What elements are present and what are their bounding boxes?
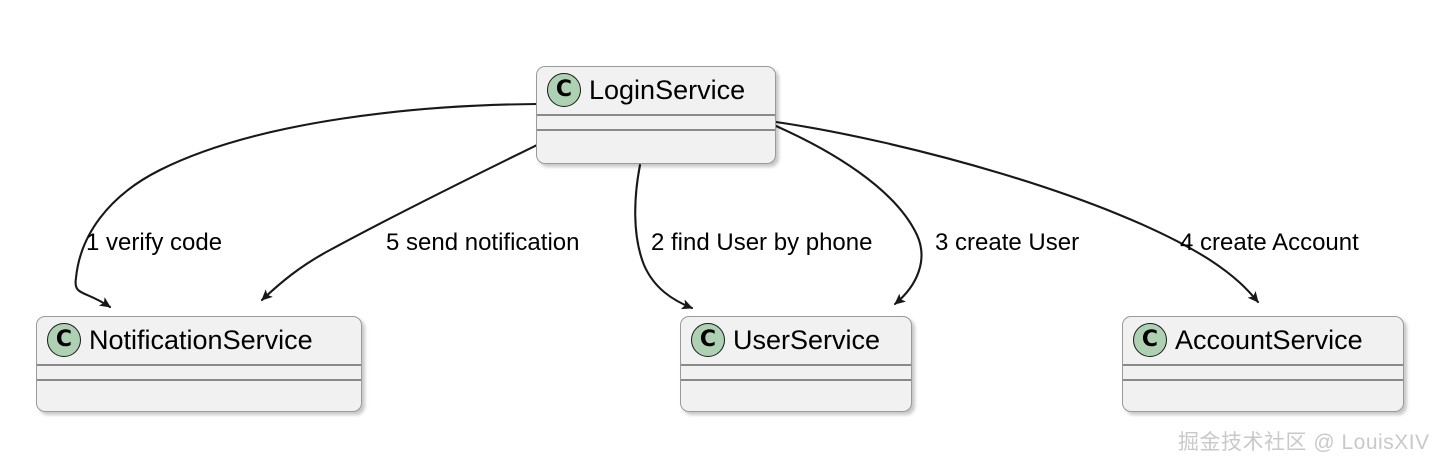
class-name-label: LoginService: [589, 75, 746, 105]
edge-label-find-user-by-phone: 2 find User by phone: [651, 229, 873, 256]
class-box-notification-service[interactable]: C NotificationService: [36, 316, 362, 412]
class-stereotype-icon: C: [547, 73, 581, 107]
edge-label-create-account: 4 create Account: [1180, 229, 1359, 256]
class-attributes-compartment: [681, 364, 911, 379]
class-header: C UserService: [681, 317, 911, 364]
class-methods-compartment: [37, 379, 361, 411]
class-attributes-compartment: [537, 114, 775, 129]
watermark-text: 掘金技术社区 @ LouisXIV: [1178, 431, 1430, 454]
class-name-label: AccountService: [1175, 325, 1363, 355]
class-stereotype-icon: C: [691, 323, 725, 357]
class-attributes-compartment: [1123, 364, 1403, 379]
edge-edge-5: [260, 143, 539, 302]
edge-label-create-user: 3 create User: [935, 229, 1080, 256]
class-methods-compartment: [1123, 379, 1403, 411]
class-header: C LoginService: [537, 67, 775, 114]
class-header: C NotificationService: [37, 317, 361, 364]
edge-edge-4: [774, 120, 1260, 304]
class-name-label: NotificationService: [89, 325, 313, 355]
class-stereotype-icon: C: [47, 323, 81, 357]
edge-label-verify-code: 1 verify code: [86, 229, 223, 256]
class-stereotype-icon: C: [1133, 323, 1167, 357]
class-name-label: UserService: [733, 325, 881, 355]
edge-label-send-notification: 5 send notification: [386, 229, 580, 256]
edge-edge-1: [74, 102, 539, 309]
edge-edge-3: [774, 124, 923, 306]
class-header: C AccountService: [1123, 317, 1403, 364]
class-box-user-service[interactable]: C UserService: [680, 316, 912, 412]
class-box-account-service[interactable]: C AccountService: [1122, 316, 1404, 412]
class-attributes-compartment: [37, 364, 361, 379]
class-box-login-service[interactable]: C LoginService: [536, 66, 776, 164]
class-methods-compartment: [537, 129, 775, 163]
class-methods-compartment: [681, 379, 911, 411]
